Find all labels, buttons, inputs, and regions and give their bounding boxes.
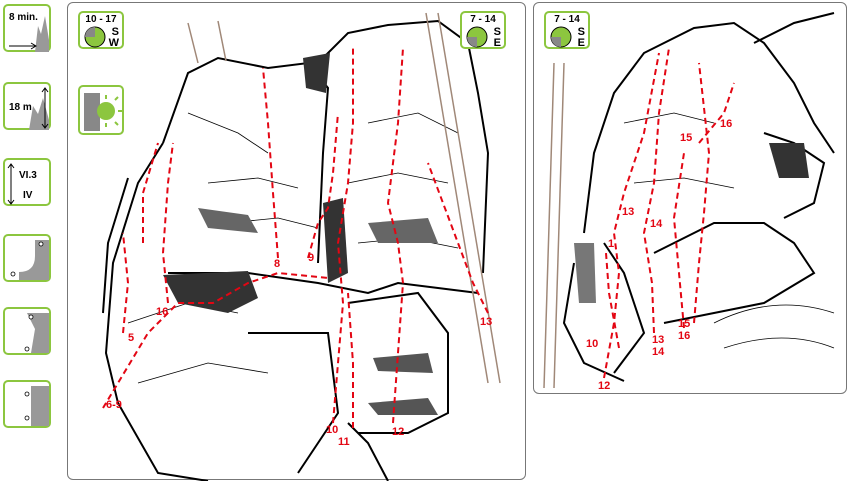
approach-mountain-icon <box>9 16 49 52</box>
route-label-15b: 15 <box>678 318 690 330</box>
route-label-10: 10 <box>586 338 598 350</box>
topo-panel-right: 16 15 13 14 1 10 12 13 14 15 16 7 - 14 S… <box>533 2 847 394</box>
route-label-1: 1 <box>608 238 614 250</box>
aspect-top: S <box>493 26 501 38</box>
route-label-13: 13 <box>480 316 492 328</box>
slab-shape-icon <box>24 313 49 353</box>
route-label-8: 8 <box>274 258 280 270</box>
aspect-top: S <box>111 26 119 38</box>
aspect-badge-left-2: 7 - 14 S E <box>460 11 506 49</box>
sun-dial-icon <box>84 26 106 48</box>
route-label-14b: 14 <box>652 346 665 358</box>
overhang-profile-icon <box>3 234 51 282</box>
approach-time-icon: 8 min. <box>3 4 51 52</box>
vertical-profile-icon <box>3 380 51 428</box>
route-label-5: 5 <box>128 332 134 344</box>
grade-range-text: 7 - 14 <box>470 14 496 25</box>
sun-dial-icon <box>466 26 488 48</box>
route-label-9: 9 <box>308 252 314 264</box>
route-label-16b: 16 <box>678 330 690 342</box>
route-label-6-9: 6-9 <box>106 399 122 411</box>
route-label-13b: 13 <box>652 334 664 346</box>
aspect-badge-right: 7 - 14 S E <box>544 11 590 49</box>
route-label-12: 12 <box>598 380 610 392</box>
vertical-shape-icon <box>24 386 49 426</box>
height-mountain-icon <box>29 87 49 130</box>
route-label-16: 16 <box>156 306 168 318</box>
slab-profile-icon <box>3 307 51 355</box>
rock-face-drawing-left <box>102 12 501 481</box>
grade-max-label: VI.3 <box>19 170 37 181</box>
route-label-12: 12 <box>392 426 404 438</box>
sun-icon <box>84 93 122 131</box>
aspect-badge-left-1: 10 - 17 S W <box>78 11 124 49</box>
aspect-bottom: W <box>108 37 119 49</box>
grade-range-text: 10 - 17 <box>85 14 117 25</box>
overhang-shape-icon <box>10 240 49 280</box>
grade-arrow-icon <box>7 163 15 205</box>
wall-height-icon: 18 m <box>3 82 51 130</box>
rock-face-drawing-right <box>543 12 835 389</box>
grade-range-text: 7 - 14 <box>554 14 580 25</box>
wall-height-label: 18 m <box>9 102 32 113</box>
route-label-13: 13 <box>622 206 634 218</box>
route-label-14: 14 <box>650 218 663 230</box>
approach-time-label: 8 min. <box>9 12 38 23</box>
route-label-10: 10 <box>326 424 338 436</box>
route-labels-right: 16 15 13 14 1 10 12 13 14 15 16 <box>586 118 732 392</box>
grade-min-label: IV <box>23 190 33 201</box>
aspect-bottom: E <box>493 37 501 49</box>
aspect-top: S <box>577 26 585 38</box>
route-label-16: 16 <box>720 118 732 130</box>
sun-shade-badge <box>78 85 124 135</box>
route-labels-left: 6-9 5 16 8 9 10 11 12 13 <box>106 252 492 448</box>
topo-panel-left: 6-9 5 16 8 9 10 11 12 13 10 - 17 S W 7 -… <box>67 2 526 481</box>
grade-range-icon: VI.3 IV <box>3 158 51 206</box>
aspect-bottom: E <box>577 37 585 49</box>
sun-dial-icon <box>550 26 572 48</box>
route-label-15: 15 <box>680 132 692 144</box>
route-label-11: 11 <box>338 436 350 448</box>
